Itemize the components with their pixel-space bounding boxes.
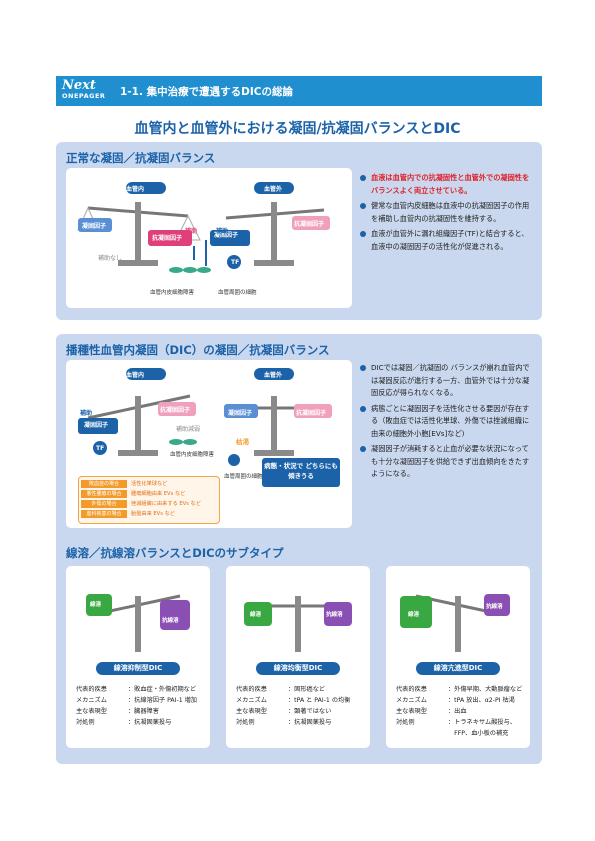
label-assist-weak: 補助減弱 bbox=[176, 426, 201, 433]
section-title-dic: 播種性血管内凝固（DIC）の凝固／抗凝固バランス bbox=[66, 343, 330, 357]
header-band bbox=[56, 76, 542, 106]
logo-onepager: ONEPAGER bbox=[62, 92, 106, 100]
label-fib-2: 線溶 bbox=[250, 612, 262, 618]
pill-intravascular-dic: 血管内 bbox=[126, 372, 145, 379]
label-tissue: 血管周囲の細胞 bbox=[218, 290, 257, 296]
normal-diagram-card bbox=[66, 168, 352, 308]
label-assist-right: 補助 bbox=[216, 228, 229, 235]
subtype-desc: 代表的疾患：外傷早期、大動脈瘤など メカニズム：tPA 放出、α2-PI 枯渇 … bbox=[396, 686, 523, 737]
label-coag-dic-right: 凝固因子 bbox=[228, 410, 253, 417]
dic-balance-diagram bbox=[78, 368, 332, 466]
page-title: 血管内と血管外における凝固/抗凝固バランスとDIC bbox=[134, 121, 461, 137]
cause-row: 悪性腫瘍の場合腫瘍細胞由来 EVs など bbox=[79, 489, 219, 499]
header-title: 1-1. 集中治療で遭遇するDICの総論 bbox=[120, 86, 293, 98]
subtype-title: 線溶抑制型DIC bbox=[96, 662, 180, 675]
scale-balanced bbox=[244, 596, 352, 652]
label-tissue-dic: 血管周囲の細胞 bbox=[224, 474, 263, 480]
label-anticoag-right: 抗凝固因子 bbox=[294, 221, 325, 228]
label-depletion: 枯渇 bbox=[236, 438, 249, 446]
scale-enhanced bbox=[400, 594, 510, 652]
section-title-fibrinolysis: 線溶／抗線溶バランスとDICのサブタイプ bbox=[66, 546, 284, 560]
pill-extravascular-dic: 血管外 bbox=[264, 372, 283, 379]
subtype-card-suppressed: 線溶 抗線溶 線溶抑制型DIC 代表的疾患：敗血症・外傷初期など メカニズム：抗… bbox=[66, 566, 210, 748]
dic-bullets: DICでは凝固／抗凝固の バランスが崩れ血管内では凝固反応が進行する一方、血管外… bbox=[360, 362, 532, 484]
label-anticoag-dic-right: 抗凝固因子 bbox=[296, 410, 327, 417]
normal-bullets: 血液は血管内での抗凝固性と血管外での凝固性をバランスよく両立させている。 健常な… bbox=[360, 172, 532, 256]
label-anticoag-left: 抗凝固因子 bbox=[152, 235, 183, 242]
label-anticoag-dic-left: 抗凝固因子 bbox=[160, 407, 191, 414]
scale-suppressed bbox=[86, 594, 190, 652]
bullet-item: 健常な血管内皮細胞は血液中の抗凝固因子の作用を補助し血管内の抗凝固性を維持する。 bbox=[360, 200, 532, 225]
label-tf-dic: TF bbox=[96, 445, 105, 452]
label-fib-3: 線溶 bbox=[408, 612, 420, 618]
label-antifib-3: 抗線溶 bbox=[486, 604, 503, 610]
logo-next: Next bbox=[62, 78, 96, 93]
label-antifib-1: 抗線溶 bbox=[162, 618, 179, 624]
label-assist-left: 補助 bbox=[185, 228, 198, 235]
pill-extravascular: 血管外 bbox=[264, 186, 283, 193]
cause-row: 外傷の場合挫滅組織に由来する EVs など bbox=[79, 499, 219, 509]
label-assist-dic: 補助 bbox=[80, 410, 93, 417]
bullet-item: 凝固因子が消耗すると止血が必要な状況になっても十分な凝固因子を供給できず出血傾向… bbox=[360, 443, 532, 481]
label-coag-right: 凝固因子 bbox=[214, 232, 239, 239]
label-coag-dic-left: 凝固因子 bbox=[84, 422, 109, 429]
subtype-title: 線溶亢進型DIC bbox=[416, 662, 500, 675]
label-endothelium: 血管内皮細胞障害 bbox=[150, 290, 195, 296]
normal-balance-diagram bbox=[77, 182, 330, 273]
bullet-item: 病態ごとに凝固因子を活性化させる要因が存在する（敗血症では活性化単球、外傷では挫… bbox=[360, 403, 532, 441]
subtype-desc: 代表的疾患：固形癌など メカニズム：tPA と PAI-1 の均衡 主な表現型：… bbox=[236, 686, 351, 726]
bullet-item: 血液が血管外に漏れ組織因子(TF)と結合すると、血液中の凝固因子の活性化が促進さ… bbox=[360, 228, 532, 253]
label-endothelium-dic: 血管内皮細胞障害 bbox=[170, 452, 215, 458]
label-no-assist: 補助なし bbox=[98, 255, 123, 262]
pill-intravascular: 血管内 bbox=[126, 186, 145, 193]
subtype-card-balanced: 線溶 抗線溶 線溶均衡型DIC 代表的疾患：固形癌など メカニズム：tPA と … bbox=[226, 566, 370, 748]
subtype-title: 線溶均衡型DIC bbox=[256, 662, 340, 675]
section-title-normal: 正常な凝固／抗凝固バランス bbox=[66, 151, 216, 165]
dic-causes-box: 敗血症の場合活性化単球など 悪性腫瘍の場合腫瘍細胞由来 EVs など 外傷の場合… bbox=[78, 476, 220, 524]
label-coag-left: 凝固因子 bbox=[82, 223, 107, 230]
bullet-item: 血液は血管内での抗凝固性と血管外での凝固性をバランスよく両立させている。 bbox=[360, 172, 532, 197]
next-onepager-logo: Next ONEPAGER bbox=[62, 79, 108, 103]
label-tf: TF bbox=[231, 259, 240, 266]
bullet-item: DICでは凝固／抗凝固の バランスが崩れ血管内では凝固反応が進行する一方、血管外… bbox=[360, 362, 532, 400]
subtype-card-enhanced: 線溶 抗線溶 線溶亢進型DIC 代表的疾患：外傷早期、大動脈瘤など メカニズム：… bbox=[386, 566, 530, 748]
note-either-direction: 病態・状況で どちらにも傾きうる bbox=[262, 458, 340, 487]
cause-row: 敗血症の場合活性化単球など bbox=[79, 479, 219, 489]
label-fib-1: 線溶 bbox=[90, 602, 102, 608]
label-antifib-2: 抗線溶 bbox=[326, 612, 343, 618]
subtype-desc: 代表的疾患：敗血症・外傷初期など メカニズム：抗線溶因子 PAI-1 増加 主な… bbox=[76, 686, 197, 726]
cause-row: 産科疾患の場合胎盤由来 EVs など bbox=[79, 509, 219, 519]
